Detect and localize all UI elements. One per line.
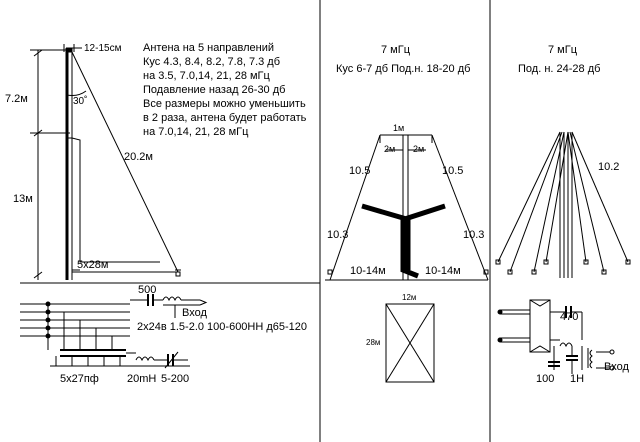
transformer-label: 2x24в 1.5-2.0 100-600НН д65-120 — [137, 321, 307, 333]
note-line-3: на 3.5, 7.0,14, 21, 28 мГц — [143, 70, 271, 82]
mid-right-10-5: 10.5 — [442, 165, 463, 177]
dim-lower-label: 13м — [13, 193, 33, 205]
note-line-2: Кус 4.3, 8.4, 8.2, 7.8, 7.3 дб — [143, 56, 280, 68]
dim-top-label: 12-15см — [84, 43, 122, 54]
inductor-label: 20mH — [127, 373, 156, 385]
sloping-wire — [71, 51, 179, 273]
cap-100-label: 100 — [536, 373, 554, 385]
trimmer-label: 5-200 — [161, 373, 189, 385]
cap-500-label: 500 — [138, 284, 156, 296]
dim-upper-label: 7.2м — [5, 93, 28, 105]
mid-left-2m: 2м — [384, 144, 395, 154]
matching-circuit-left — [20, 294, 208, 369]
input-label-right: Вход — [604, 361, 629, 373]
right-suppression: Под. н. 24-28 дб — [518, 63, 600, 75]
note-line-6: в 2 раза, антена будет работать — [143, 112, 307, 124]
antenna-notes: Антена на 5 направлений Кус 4.3, 8.4, 8.… — [143, 42, 307, 138]
mid-left-10-5: 10.5 — [349, 165, 370, 177]
mid-right-2m: 2м — [413, 144, 424, 154]
right-freq: 7 мГц — [548, 44, 578, 56]
mid-freq: 7 мГц — [381, 44, 411, 56]
angle-label: 30˚ — [73, 95, 87, 107]
left-panel: Антена на 5 направлений Кус 4.3, 8.4, 8.… — [5, 42, 320, 385]
right-wire-10-2: 10.2 — [598, 161, 619, 173]
right-panel: 7 мГц Под. н. 24-28 дб 10.2 — [495, 44, 631, 385]
note-line-5: Все размеры можно уменьшить — [143, 98, 306, 110]
mid-thick-elements — [361, 203, 446, 279]
inductor-1h-label: 1Н — [570, 373, 584, 385]
mid-top-1m: 1м — [393, 123, 404, 133]
mid-left-10-3: 10.3 — [327, 229, 348, 241]
mid-base-left: 10-14м — [350, 265, 386, 277]
mid-gain: Кус 6-7 дб Под.н. 18-20 дб — [336, 63, 470, 75]
mid-right-10-3: 10.3 — [463, 229, 484, 241]
plan-width-label: 12м — [402, 293, 416, 302]
note-line-4: Подавление назад 26-30 дб — [143, 84, 285, 96]
base-size-label: 5x28м — [77, 259, 108, 271]
wire-length-label: 20.2м — [124, 151, 153, 163]
mid-base-right: 10-14м — [425, 265, 461, 277]
cap-470-label: 470 — [560, 311, 578, 323]
input-label-left: Вход — [182, 307, 207, 319]
matching-circuit-right — [497, 299, 615, 374]
middle-panel: 7 мГц Кус 6-7 дб Под.н. 18-20 дб 1м 2м 2… — [325, 44, 489, 383]
mid-plan-view — [385, 303, 435, 383]
note-line-1: Антена на 5 направлений — [143, 42, 274, 54]
caps-label: 5x27пф — [60, 373, 99, 385]
plan-height-label: 28м — [366, 338, 380, 347]
note-line-7: на 7.0,14, 21, 28 мГц — [143, 126, 249, 138]
